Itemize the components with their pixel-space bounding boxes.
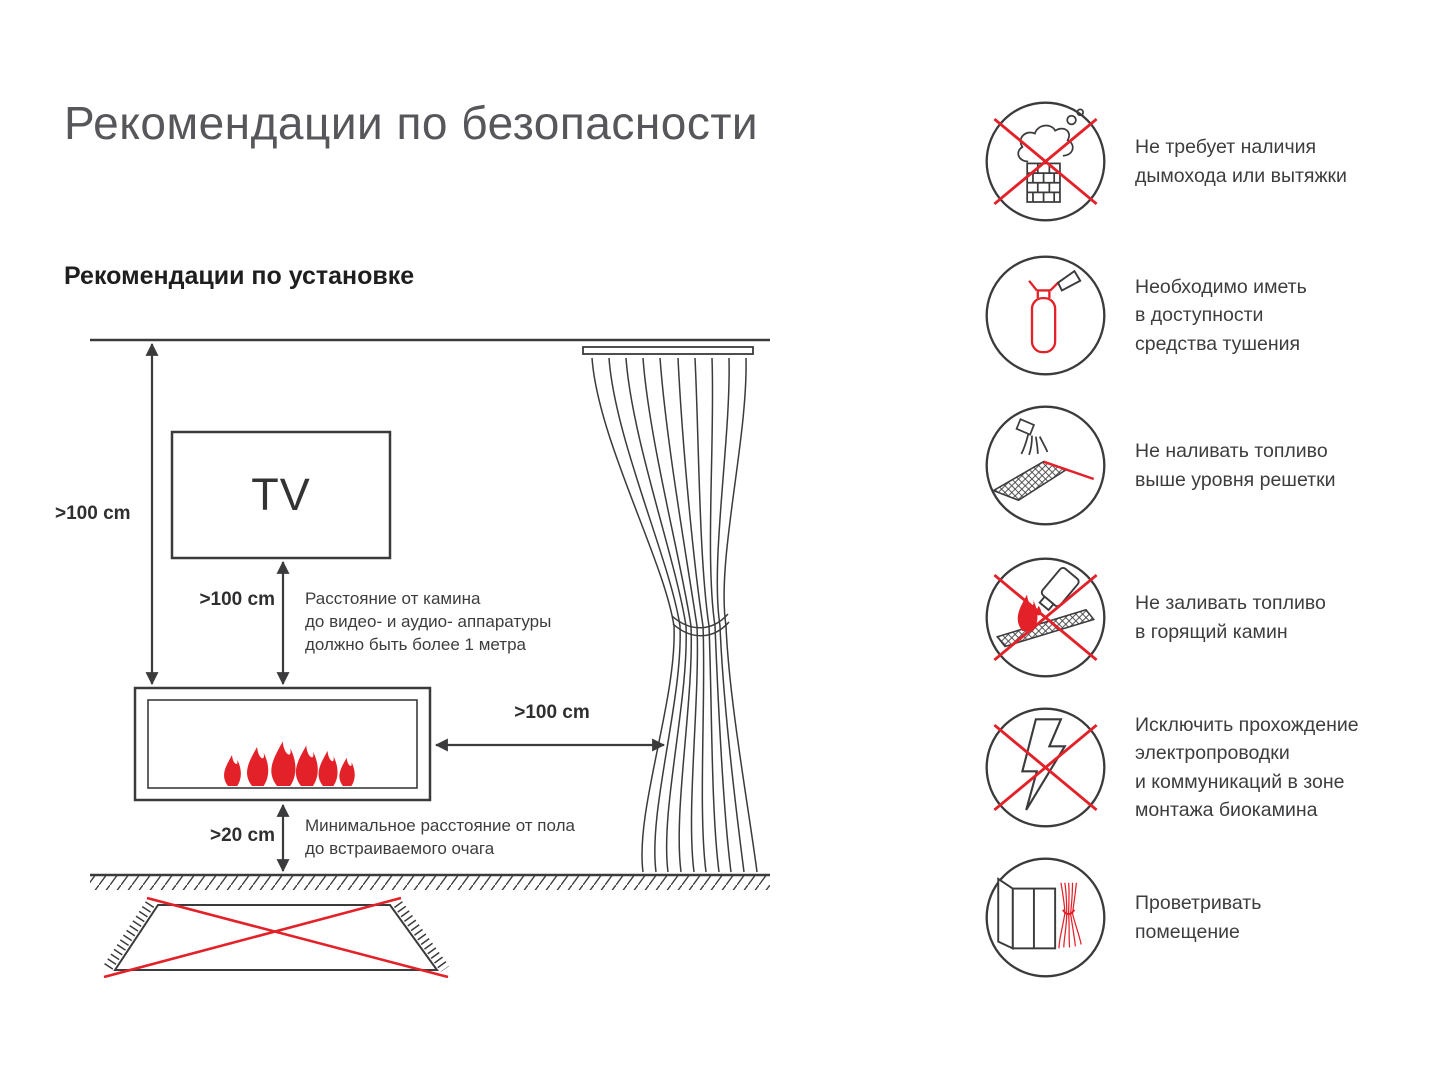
dim-ceiling-label: >100 cm [55, 503, 131, 524]
extinguisher-horn [1056, 269, 1082, 292]
safety-item-text: Необходимо иметь в доступности средства … [1135, 276, 1307, 355]
fireplace [133, 686, 432, 802]
no-chimney-icon [985, 101, 1106, 222]
pouring-spout [1015, 418, 1049, 456]
carpet-fringe-right [393, 901, 450, 972]
curtain-tieback [671, 613, 729, 629]
grate [991, 460, 1069, 502]
curtain [582, 346, 758, 873]
fuel-level-icon [985, 405, 1106, 526]
red-cross-icon [993, 723, 1098, 812]
safety-item-no-refuel: Не заливать топливо в горящий камин [978, 550, 1326, 685]
no-wiring-icon [985, 707, 1106, 828]
dim-curtain-label: >100 cm [514, 702, 590, 723]
dim-floor-label: >20 cm [210, 825, 275, 846]
tv-box [170, 430, 392, 560]
tv-label: TV [251, 469, 311, 520]
page-title: Рекомендации по безопасности [64, 97, 759, 149]
note-equipment-distance: Расстояние от камина до видео- и аудио- … [305, 589, 552, 655]
extinguisher-body [1028, 280, 1059, 354]
carpet [102, 896, 450, 979]
fuel-level-line [1043, 460, 1095, 481]
ventilate-icon [985, 857, 1106, 978]
safety-item-text: Не требует наличия дымохода или вытяжки [1135, 136, 1347, 187]
note-floor-distance: Минимальное расстояние от пола до встраи… [305, 816, 575, 859]
safety-item-text: Не заливать топливо в горящий камин [1135, 592, 1326, 643]
open-window [997, 877, 1057, 950]
red-cross-icon [993, 573, 1098, 662]
safety-item-extinguisher: Необходимо иметь в доступности средства … [978, 248, 1307, 383]
curtain-rod [582, 346, 754, 355]
carpet-cross-icon [103, 896, 449, 979]
smoke-icon [1017, 124, 1074, 163]
red-cross-icon [993, 117, 1098, 206]
fire-extinguisher-icon [985, 255, 1106, 376]
dim-tv-label: >100 cm [199, 589, 275, 610]
curtain-tieback [672, 621, 730, 637]
safety-item-no-chimney: Не требует наличия дымохода или вытяжки [978, 94, 1347, 229]
blowing-curtain [1058, 882, 1082, 949]
grate [995, 608, 1096, 648]
fuel-bottle [1038, 566, 1080, 612]
no-refuel-burning-icon [985, 557, 1106, 678]
safety-item-text: Не наливать топливо выше уровня решетки [1135, 440, 1336, 491]
safety-list: Не требует наличия дымохода или вытяжки … [978, 0, 1438, 1080]
safety-item-text: Проветривать помещение [1135, 892, 1262, 943]
section-subtitle: Рекомендации по установке [64, 262, 415, 290]
safety-item-ventilate: Проветривать помещение [978, 850, 1261, 985]
safety-item-no-wiring: Исключить прохождение электропроводки и … [978, 700, 1359, 835]
floor-hatching [90, 876, 770, 890]
safety-item-text: Исключить прохождение электропроводки и … [1135, 713, 1359, 821]
safety-item-fuel-level: Не наливать топливо выше уровня решетки [978, 398, 1336, 533]
